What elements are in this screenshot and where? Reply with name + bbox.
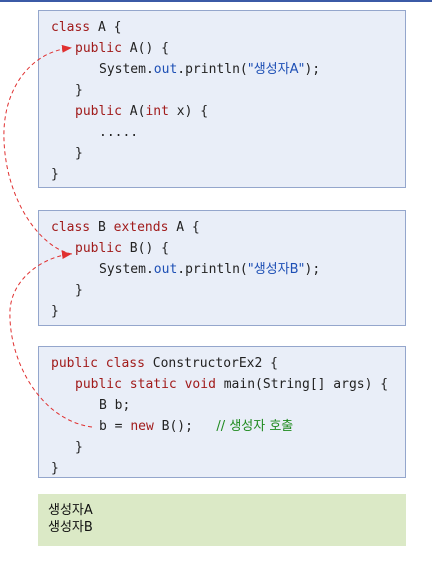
code-text: B(); [153,419,193,434]
code-text: } [75,283,83,298]
code-text: System. [99,262,154,277]
class-b-code-box: class B extends A { public B() { System.… [38,210,406,326]
code-text: .println( [177,262,248,277]
code-text: } [51,167,59,182]
keyword-void: void [184,377,216,392]
keyword-class: class [51,220,91,235]
keyword-new: new [130,419,154,434]
output-line-2: 생성자B [48,520,93,535]
class-a-line-2: public A() { [75,40,169,57]
main-line-6: } [51,460,59,477]
code-text: ); [304,262,321,277]
main-line-1: public class ConstructorEx2 { [51,355,278,372]
keyword-static: static [129,377,177,392]
class-a-line-7: } [75,145,83,162]
code-text: b = [99,419,131,434]
string-literal: "생성자B" [247,262,305,277]
code-text: ); [304,62,321,77]
code-text: } [75,440,83,455]
keyword-public: public [75,377,122,392]
code-text: main(String[] args) { [215,377,389,392]
code-text: B b; [99,398,131,413]
class-b-line-3: System.out.println("생성자B"); [99,261,320,278]
code-text: } [51,461,59,476]
main-line-3: B b; [99,397,130,414]
console-output-box: 생성자A 생성자B [38,494,406,546]
keyword-int: int [145,104,169,119]
output-line-1: 생성자A [48,503,93,518]
code-text: A() { [121,41,169,56]
class-a-line-5: public A(int x) { [75,103,208,120]
top-rule [0,0,432,2]
class-b-line-5: } [51,303,59,320]
class-b-line-4: } [75,282,83,299]
main-line-2: public static void main(String[] args) { [75,376,388,393]
main-line-5: } [75,439,83,456]
arrow-b-to-a-constructor [3,44,73,255]
class-a-line-1: class A { [51,19,121,36]
class-a-line-4: } [75,82,83,99]
code-text: .println( [177,62,248,77]
class-b-line-2: public B() { [75,240,169,257]
code-text: System. [99,62,154,77]
code-text: } [51,304,59,319]
code-comment: // 생성자 호출 [216,419,294,434]
keyword-public: public [75,241,122,256]
class-a-line-3: System.out.println("생성자A"); [99,61,320,78]
main-line-4: b = new B(); // 생성자 호출 [99,418,293,435]
keyword-extends: extends [113,220,169,235]
code-text: } [75,83,83,98]
code-text: A { [90,20,122,35]
string-literal: "생성자A" [247,62,305,77]
keyword-public: public [75,41,122,56]
keyword-public: public [51,356,98,371]
code-text: x) { [168,104,209,119]
main-class-code-box: public class ConstructorEx2 { public sta… [38,346,406,478]
code-text: } [75,146,83,161]
code-text: B() { [121,241,169,256]
code-text: B [90,220,114,235]
code-text: A { [168,220,200,235]
code-text: ConstructorEx2 { [144,356,278,371]
class-a-code-box: class A { public A() { System.out.printl… [38,10,406,188]
arrow-main-to-b-constructor [9,251,93,428]
class-b-line-1: class B extends A { [51,219,200,236]
field-out: out [153,262,178,277]
code-text: A( [121,104,146,119]
keyword-public: public [75,104,122,119]
class-a-line-8: } [51,166,59,183]
field-out: out [153,62,178,77]
class-a-line-6: ..... [99,124,138,141]
keyword-class: class [51,20,91,35]
keyword-class: class [105,356,145,371]
code-ellipsis: ..... [99,125,139,140]
